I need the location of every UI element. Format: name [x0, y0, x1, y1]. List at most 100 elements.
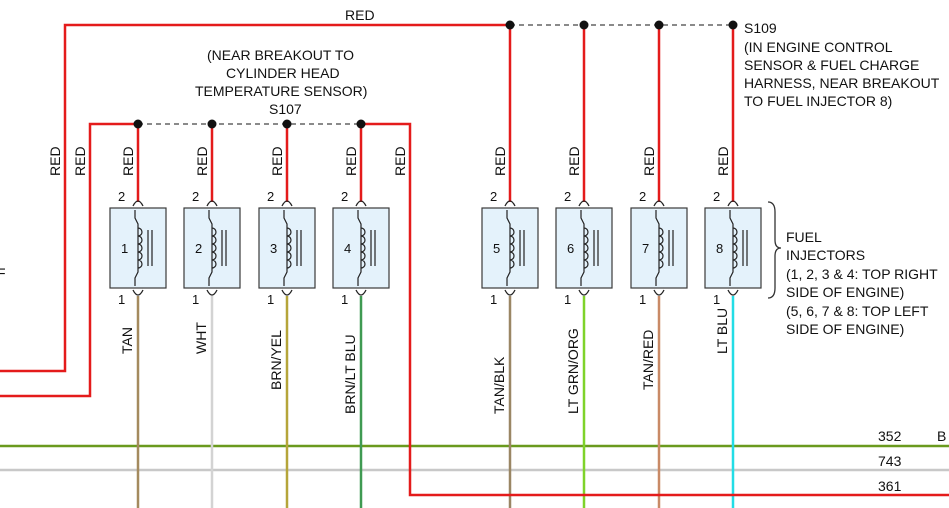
injector-4-bottom-pin-arc — [355, 289, 367, 296]
injector-8-pin-1: 1 — [713, 292, 720, 307]
injector-6-number: 6 — [567, 241, 574, 256]
edge-glyph-b: B — [937, 428, 946, 444]
fuel-injectors-line-6: SIDE OF ENGINE) — [786, 321, 904, 337]
injector-1-number: 1 — [121, 241, 128, 256]
ground-wires — [136, 296, 735, 508]
injector-2-pin-2: 2 — [192, 189, 199, 204]
injector-4-internal-wire — [357, 210, 362, 286]
s107-note-line-2: CYLINDER HEAD — [226, 65, 340, 81]
red-supply-wiring — [0, 23, 949, 497]
injector-8-internal-wire — [729, 210, 734, 286]
injector-2-supply-label: RED — [194, 146, 210, 176]
injector-4-pin-2: 2 — [341, 189, 348, 204]
injector-2-connector — [183, 207, 241, 289]
injector-1-ground-label: TAN — [119, 327, 135, 354]
splice-dot-6 — [579, 20, 589, 30]
s107-note: (NEAR BREAKOUT TO CYLINDER HEAD TEMPERAT… — [195, 47, 367, 117]
splice-dot-8 — [728, 20, 738, 30]
injector-2-top-pin-arc — [206, 200, 218, 207]
s109-note-line-1: (IN ENGINE CONTROL — [744, 39, 893, 55]
splice-dots — [133, 20, 738, 129]
injector-7-internal-wire — [655, 210, 660, 286]
injector-8-pin-2: 2 — [713, 189, 720, 204]
injector-1-pin-1: 1 — [118, 292, 125, 307]
splice-dot-2 — [207, 119, 217, 129]
injector-group: RED TAN 2 1 1 RED WHT 2 1 2 RED BRN/YEL 2 1 3 RED BRN/LT… — [109, 25, 762, 414]
injector-1-coil — [137, 227, 143, 269]
top-wire-label: RED — [345, 7, 375, 23]
edge-glyph-f: F — [0, 265, 6, 281]
injector-5-number: 5 — [493, 241, 500, 256]
s109-note-line-3: HARNESS, NEAR BREAKOUT — [744, 75, 940, 91]
injector-7-top-pin-arc — [653, 200, 665, 207]
injector-1-pin-2: 2 — [118, 189, 125, 204]
injector-3-internal-wire — [283, 210, 288, 286]
injector-5-pin-1: 1 — [490, 292, 497, 307]
injector-2-ground-label: WHT — [193, 322, 209, 354]
injector-6-supply-label: RED — [566, 146, 582, 176]
injector-2-number: 2 — [195, 241, 202, 256]
injector-8-supply-label: RED — [715, 146, 731, 176]
circuit-number-352: 352 — [878, 428, 902, 444]
injector-4-top-pin-arc — [355, 200, 367, 207]
s107-note-line-3: TEMPERATURE SENSOR) — [195, 83, 367, 99]
injector-6-ground-label: LT GRN/ORG — [565, 328, 581, 414]
injector-6-pin-1: 1 — [564, 292, 571, 307]
injector-3-coil — [286, 227, 292, 269]
left-feed-label-2: RED — [72, 146, 88, 176]
injector-2-coil — [211, 227, 217, 269]
bus-lines — [0, 444, 949, 472]
injector-5-pin-2: 2 — [490, 189, 497, 204]
injector-2-pin-1: 1 — [192, 292, 199, 307]
injector-4-number: 4 — [344, 241, 351, 256]
injector-8-number: 8 — [716, 241, 723, 256]
injector-1-bottom-pin-arc — [132, 289, 144, 296]
injector-7-supply-label: RED — [641, 146, 657, 176]
injector-3-supply-label: RED — [269, 146, 285, 176]
s109-note-line-4: TO FUEL INJECTOR 8) — [744, 93, 892, 109]
injectors-bracket — [767, 201, 782, 299]
injector-5-top-pin-arc — [504, 200, 516, 207]
injector-5-connector — [481, 207, 539, 289]
splice-dot-3 — [282, 119, 292, 129]
fuel-injectors-line-4: SIDE OF ENGINE) — [786, 284, 904, 300]
splice-dot-1 — [133, 119, 143, 129]
injector-7-coil — [658, 227, 664, 269]
injector-4-ground-label: BRN/LT BLU — [342, 334, 358, 414]
injector-7-pin-1: 1 — [639, 292, 646, 307]
s109-note-line-2: SENSOR & FUEL CHARGE — [744, 57, 919, 73]
s107-note-line-1: (NEAR BREAKOUT TO — [207, 47, 354, 63]
injector-8-ground-label: LT BLU — [714, 308, 730, 354]
injector-1-supply-label: RED — [120, 146, 136, 176]
circuit-number-361: 361 — [878, 478, 902, 494]
s109-id: S109 — [744, 20, 777, 36]
injector-3-number: 3 — [270, 241, 277, 256]
fuel-injectors-line-2: INJECTORS — [786, 247, 865, 263]
fuel-injectors-line-1: FUEL — [786, 229, 822, 245]
injector-7-pin-2: 2 — [639, 189, 646, 204]
injector-5-ground-label: TAN/BLK — [491, 356, 507, 414]
injector-2-internal-wire — [208, 210, 213, 286]
injector-8-coil — [732, 227, 738, 269]
injector-5-supply-label: RED — [492, 146, 508, 176]
injector-6-pin-2: 2 — [564, 189, 571, 204]
injector-7-number: 7 — [642, 241, 649, 256]
injector-7-ground-label: TAN/RED — [640, 330, 656, 390]
injector-3-pin-1: 1 — [267, 292, 274, 307]
fuel-injectors-line-3: (1, 2, 3 & 4: TOP RIGHT — [786, 266, 938, 282]
injector-5-bottom-pin-arc — [504, 289, 516, 296]
injector-3-ground-label: BRN/YEL — [268, 330, 284, 390]
injector-4-coil — [360, 227, 366, 269]
injector-1-top-pin-arc — [132, 200, 144, 207]
injector-1-internal-wire — [134, 210, 139, 286]
injector-6-internal-wire — [580, 210, 585, 286]
fuel-injectors-line-5: (5, 6, 7 & 8: TOP LEFT — [786, 303, 929, 319]
injector-4-supply-label: RED — [343, 146, 359, 176]
fuel-injectors-label: FUEL INJECTORS (1, 2, 3 & 4: TOP RIGHT S… — [786, 229, 938, 337]
injector-3-bottom-pin-arc — [281, 289, 293, 296]
injector-4-pin-1: 1 — [341, 292, 348, 307]
injector-7-bottom-pin-arc — [653, 289, 665, 296]
injector-3-top-pin-arc — [281, 200, 293, 207]
left-feed-label-1: RED — [47, 146, 63, 176]
